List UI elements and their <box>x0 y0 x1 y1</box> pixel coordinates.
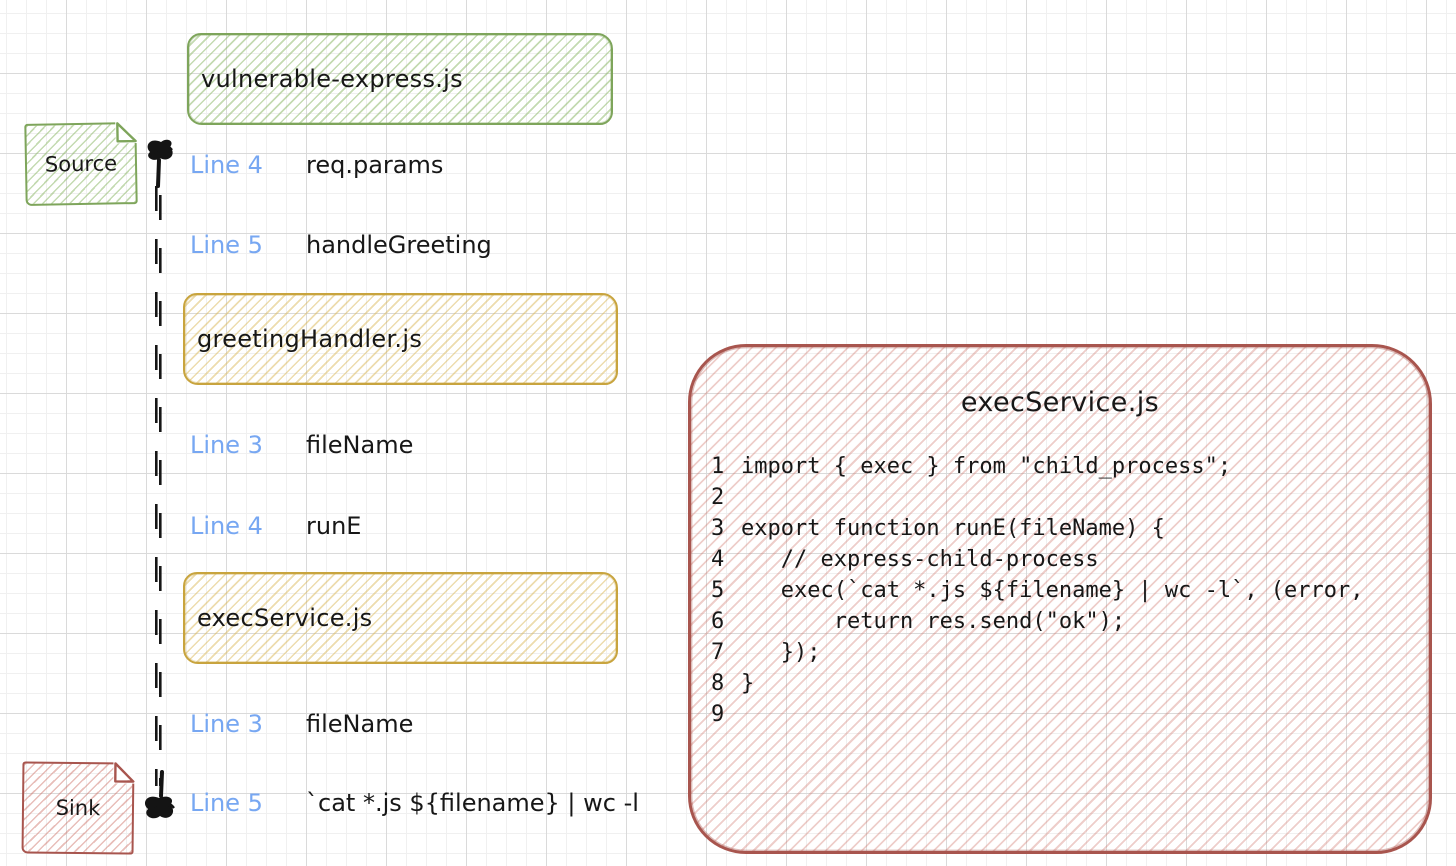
line-number: 8 <box>711 671 725 696</box>
taint-step-row: Line 5 handleGreeting <box>190 228 492 262</box>
code-line: 4 // express-child-process <box>711 544 1429 575</box>
line-number: 5 <box>711 578 725 603</box>
file-node-exec-service: execService.js <box>183 572 618 664</box>
file-node-greeting-handler: greetingHandler.js <box>183 293 618 385</box>
step-value: fileName <box>306 710 414 738</box>
code-line: 6 return res.send("ok"); <box>711 606 1429 637</box>
taint-flow-dashed-line <box>155 186 162 786</box>
line-number: 6 <box>711 609 725 634</box>
step-value: runE <box>306 512 362 540</box>
line-text: // express-child-process <box>741 547 1099 572</box>
step-line-ref: Line 4 <box>190 512 263 540</box>
code-panel-exec-service: execService.js 1 import { exec } from "c… <box>688 344 1432 854</box>
step-line-ref: Line 3 <box>190 431 263 459</box>
taint-step-row: Line 4 runE <box>190 509 361 543</box>
file-node-vulnerable-express: vulnerable-express.js <box>187 33 613 125</box>
line-text: }); <box>741 640 821 665</box>
step-line-ref: Line 5 <box>190 231 263 259</box>
line-number: 3 <box>711 516 725 541</box>
code-listing: 1 import { exec } from "child_process"; … <box>691 451 1429 730</box>
taint-step-row: Line 3 fileName <box>190 428 413 462</box>
folded-corner-icon <box>116 122 137 143</box>
line-number: 9 <box>711 702 725 727</box>
step-line-ref: Line 3 <box>190 710 263 738</box>
step-line-ref: Line 5 <box>190 789 263 817</box>
source-label: Source <box>44 151 118 177</box>
line-text: } <box>741 671 755 696</box>
line-number: 4 <box>711 547 725 572</box>
file-node-label: execService.js <box>197 604 373 632</box>
code-line: 8 } <box>711 668 1429 699</box>
line-text: import { exec } from "child_process"; <box>741 454 1232 479</box>
sink-label: Sink <box>55 795 101 821</box>
taint-step-row: Line 4 req.params <box>190 148 443 182</box>
file-node-label: greetingHandler.js <box>197 325 423 353</box>
taint-step-row: Line 5 `cat *.js ${filename} | wc -l <box>190 786 639 820</box>
sink-pin-scribble-icon <box>145 770 175 819</box>
file-node-label: vulnerable-express.js <box>201 65 463 93</box>
code-line: 1 import { exec } from "child_process"; <box>711 451 1429 482</box>
line-text: exec(`cat *.js ${filename} | wc -l`, (er… <box>741 578 1364 603</box>
folded-corner-icon <box>114 762 135 783</box>
line-number: 1 <box>711 454 725 479</box>
sink-sticky-note: Sink <box>21 761 136 855</box>
step-value: `cat *.js ${filename} | wc -l <box>306 789 639 817</box>
step-value: fileName <box>306 431 414 459</box>
line-number: 7 <box>711 640 725 665</box>
code-line: 3 export function runE(fileName) { <box>711 513 1429 544</box>
line-text: return res.send("ok"); <box>741 609 1126 634</box>
step-value: handleGreeting <box>306 231 492 259</box>
step-value: req.params <box>306 151 444 179</box>
source-sticky-note: Source <box>24 121 138 206</box>
code-panel-title: execService.js <box>960 387 1160 418</box>
code-line: 7 }); <box>711 637 1429 668</box>
line-number: 2 <box>711 485 725 510</box>
taint-step-row: Line 3 fileName <box>190 707 413 741</box>
code-line: 5 exec(`cat *.js ${filename} | wc -l`, (… <box>711 575 1429 606</box>
source-pin-scribble-icon <box>147 139 173 188</box>
line-text: export function runE(fileName) { <box>741 516 1165 541</box>
code-line: 9 <box>711 699 1429 730</box>
step-line-ref: Line 4 <box>190 151 263 179</box>
code-line: 2 <box>711 482 1429 513</box>
